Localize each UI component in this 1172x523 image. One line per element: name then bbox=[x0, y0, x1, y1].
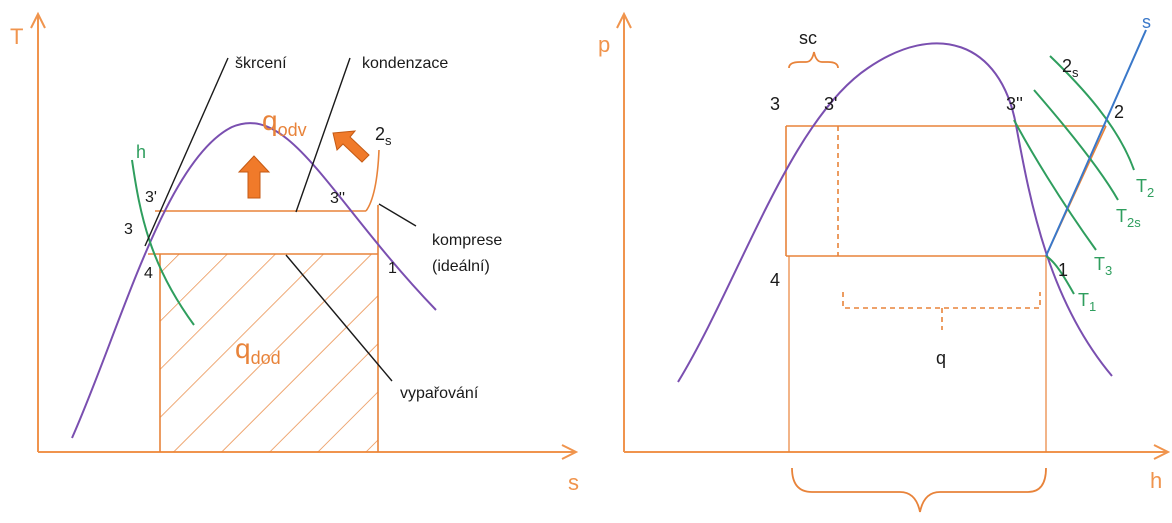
ph-axis-x-label: h bbox=[1150, 468, 1162, 493]
ph-isentrope-s-label: s bbox=[1142, 12, 1151, 32]
ph-saturation-dome bbox=[677, 42, 1113, 383]
ph-axis-y-label: p bbox=[598, 32, 610, 57]
ts-heat-out-label: qodv bbox=[262, 105, 307, 140]
ts-curve-h-label: h bbox=[136, 142, 146, 162]
ts-diagram: T s škrcení kondenzace komp bbox=[10, 11, 579, 495]
ts-point-3prime: 3' bbox=[145, 189, 157, 206]
ph-point-2s: 2s bbox=[1062, 56, 1079, 80]
ts-point-3: 3 bbox=[124, 221, 133, 238]
ph-axes bbox=[616, 11, 1171, 460]
ts-callout-leaders bbox=[144, 57, 417, 382]
callout-compression-2: (ideální) bbox=[432, 258, 490, 275]
ph-isotherm-t3 bbox=[1013, 119, 1097, 251]
ph-diagram: p h sc 3 3' 3 bbox=[598, 11, 1171, 513]
ts-point-1: 1 bbox=[388, 260, 397, 277]
ph-point-3prime: 3' bbox=[824, 94, 837, 114]
ph-isotherm-t3-label: T3 bbox=[1094, 254, 1112, 278]
ph-isotherm-t2s bbox=[1033, 89, 1119, 201]
ts-heat-in-label: qdod bbox=[235, 333, 281, 368]
ph-point-3: 3 bbox=[770, 94, 780, 114]
ph-cycle bbox=[785, 125, 1107, 452]
ph-bottom-brace bbox=[791, 467, 1047, 513]
ph-point-3dblprime: 3'' bbox=[1006, 94, 1023, 114]
ph-q-dashed-bracket bbox=[842, 292, 1041, 309]
ts-axis-y-label: T bbox=[10, 24, 23, 49]
ph-isentrope-s bbox=[1045, 29, 1147, 257]
ph-isotherm-t1 bbox=[1045, 255, 1075, 295]
ts-point-2s: 2s bbox=[375, 124, 392, 148]
ts-isenthalp-h bbox=[131, 159, 195, 326]
leader-throttling bbox=[144, 57, 229, 247]
ph-q-label: q bbox=[936, 348, 946, 368]
ts-point-4: 4 bbox=[144, 265, 153, 282]
ph-brace-sc-label: sc bbox=[799, 28, 817, 48]
leader-compression bbox=[378, 203, 417, 227]
ph-sc-brace bbox=[788, 51, 839, 69]
ph-x-axis-arrowhead bbox=[1153, 444, 1171, 460]
ts-saturation-dome bbox=[71, 122, 437, 439]
ts-cycle bbox=[148, 149, 380, 452]
ph-isotherm-t2 bbox=[1049, 55, 1135, 171]
ts-heat-in-hatched-area bbox=[160, 254, 378, 452]
leader-evaporation bbox=[285, 254, 393, 382]
ph-isotherm-t1-label: T1 bbox=[1078, 290, 1096, 314]
ph-y-axis-arrowhead bbox=[616, 11, 632, 29]
ts-axis-x-label: s bbox=[568, 470, 579, 495]
heat-arrow-up-icon bbox=[237, 155, 271, 199]
leader-condensation bbox=[295, 57, 351, 213]
callout-compression-1: komprese bbox=[432, 232, 502, 249]
ph-point-1: 1 bbox=[1058, 260, 1068, 280]
ts-superheat-curve bbox=[365, 149, 380, 212]
callout-evaporation: vypařování bbox=[400, 385, 479, 402]
ph-isotherm-t2-label: T2 bbox=[1136, 176, 1154, 200]
callout-throttling: škrcení bbox=[235, 55, 287, 72]
ph-point-2: 2 bbox=[1114, 102, 1124, 122]
ts-x-axis-arrowhead bbox=[561, 444, 579, 460]
ts-point-3dblprime: 3'' bbox=[330, 190, 345, 207]
ph-isotherm-t2s-label: T2s bbox=[1116, 206, 1141, 230]
ph-isotherms bbox=[1013, 55, 1135, 295]
ph-point-4: 4 bbox=[770, 270, 780, 290]
ts-y-axis-arrowhead bbox=[30, 11, 46, 29]
callout-condensation: kondenzace bbox=[362, 55, 448, 72]
heat-arrow-diag-icon bbox=[332, 130, 370, 163]
